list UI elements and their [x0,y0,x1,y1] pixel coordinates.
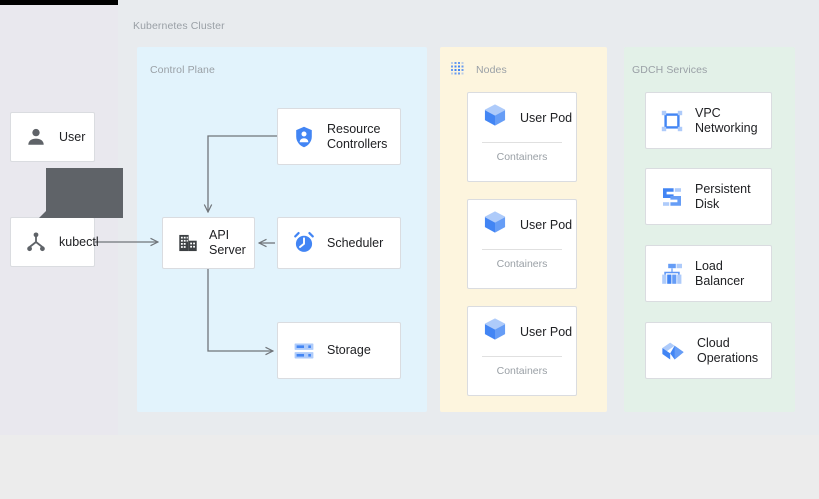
pod-divider [482,249,562,250]
vpc-network-icon [660,109,684,133]
dotted-grid-icon [451,62,464,75]
node-user-pod[interactable]: User Pod Containers [467,306,577,396]
node-api-server[interactable]: API Server [162,217,255,269]
node-user-pod-footer: Containers [496,365,548,377]
node-storage-label: Storage [327,343,371,357]
node-scheduler[interactable]: Scheduler [277,217,401,269]
node-user[interactable]: User [10,112,95,162]
cube-icon [482,316,508,347]
alarm-clock-icon [292,231,316,255]
node-resource-controllers-label: Resource Controllers [327,121,388,151]
load-balancer-icon [660,262,684,286]
node-load-balancer-label: Load Balancer [695,258,745,288]
node-scheduler-label: Scheduler [327,235,384,250]
node-user-pod-label: User Pod [520,217,573,232]
shield-person-icon [292,125,316,149]
node-user-pod-footer: Containers [496,258,548,270]
control-plane-label: Control Plane [150,64,215,76]
node-user-label: User [59,129,86,144]
bottom-background-plate [0,435,819,499]
node-user-pod[interactable]: User Pod Containers [467,199,577,289]
person-icon [25,126,47,148]
building-icon [177,232,199,254]
cloud-operations-icon [660,338,686,364]
cluster-title: Kubernetes Cluster [133,20,225,32]
node-load-balancer[interactable]: Load Balancer [645,245,772,302]
node-cloud-operations[interactable]: Cloud Operations [645,322,772,379]
node-api-server-label: API Server [209,228,246,257]
gdch-services-label: GDCH Services [632,64,708,76]
node-persistent-disk[interactable]: Persistent Disk [645,168,772,225]
cube-icon [482,102,508,133]
node-kubectl[interactable]: kubectl [10,217,99,267]
persistent-disk-icon [660,185,684,209]
node-cloud-operations-label: Cloud Operations [697,335,759,365]
node-storage[interactable]: Storage [277,322,401,379]
node-resource-controllers[interactable]: Resource Controllers [277,108,401,165]
node-kubectl-label: kubectl [59,234,99,249]
node-persistent-disk-label: Persistent Disk [695,181,751,211]
tooltip-overlay [39,168,123,218]
nodes-label: Nodes [476,64,507,76]
node-user-pod-label: User Pod [520,110,573,125]
node-user-pod-label: User Pod [520,324,573,339]
node-vpc-networking[interactable]: VPC Networking [645,92,772,149]
node-user-pod[interactable]: User Pod Containers [467,92,577,182]
top-black-bar [0,0,118,5]
pod-divider [482,356,562,357]
cube-icon [482,209,508,240]
node-vpc-networking-label: VPC Networking [695,105,758,135]
storage-rack-icon [292,339,316,363]
pod-divider [482,142,562,143]
node-user-pod-footer: Containers [496,151,548,163]
kubectl-fork-icon [25,231,47,253]
